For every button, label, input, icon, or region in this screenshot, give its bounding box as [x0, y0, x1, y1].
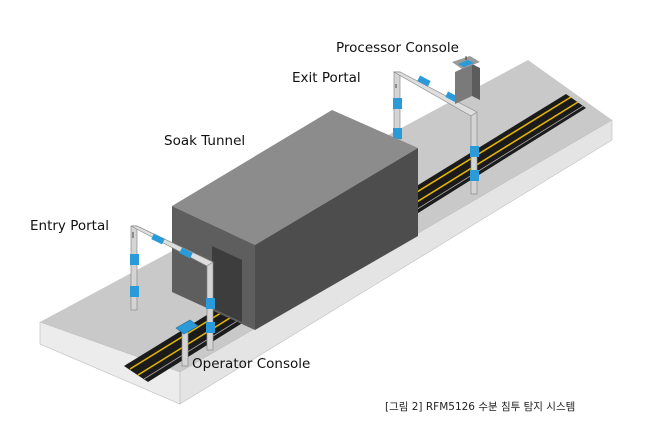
- soak-tunnel-side: [255, 148, 418, 330]
- exit-sensor-top-1: [417, 75, 431, 87]
- exit-sensor-right-1: [470, 146, 479, 157]
- soak-tunnel: [172, 110, 418, 330]
- operator-console-screen: [175, 319, 199, 335]
- entry-portal-left-post: [130, 225, 138, 311]
- processor-console-side: [472, 64, 480, 100]
- entry-sensor-left-2: [130, 286, 139, 297]
- operator-console-label: Operator Console: [192, 356, 310, 372]
- processor-console: [452, 56, 480, 104]
- exit-sensor-left-1: [393, 98, 402, 109]
- soak-tunnel-label: Soak Tunnel: [164, 133, 245, 149]
- entry-sensor-top-2: [179, 247, 193, 259]
- figure-caption: [그림 2] RFM5126 수분 침투 탐지 시스템: [385, 401, 575, 413]
- processor-console-body: [455, 64, 472, 104]
- exit-portal-top-beam: [392, 71, 478, 117]
- exit-sensor-left-2: [393, 128, 402, 139]
- entry-sensor-top-1: [151, 233, 165, 245]
- exit-sensor-right-2: [470, 170, 479, 181]
- entry-sensor-right-1: [206, 298, 215, 309]
- operator-console: [175, 319, 199, 367]
- entry-portal: [130, 225, 215, 351]
- leader-lines: [132, 56, 467, 238]
- entry-sensor-left-1: [130, 254, 139, 265]
- exit-portal-label: Exit Portal: [292, 70, 361, 86]
- entry-portal-label: Entry Portal: [30, 218, 109, 234]
- processor-console-label: Processor Console: [336, 40, 459, 56]
- soak-tunnel-top: [172, 110, 418, 245]
- soak-tunnel-opening: [212, 246, 242, 322]
- processor-console-screen: [458, 60, 474, 67]
- operator-console-stand: [181, 329, 189, 367]
- platform-side: [179, 119, 613, 405]
- entry-sensor-right-2: [206, 322, 215, 333]
